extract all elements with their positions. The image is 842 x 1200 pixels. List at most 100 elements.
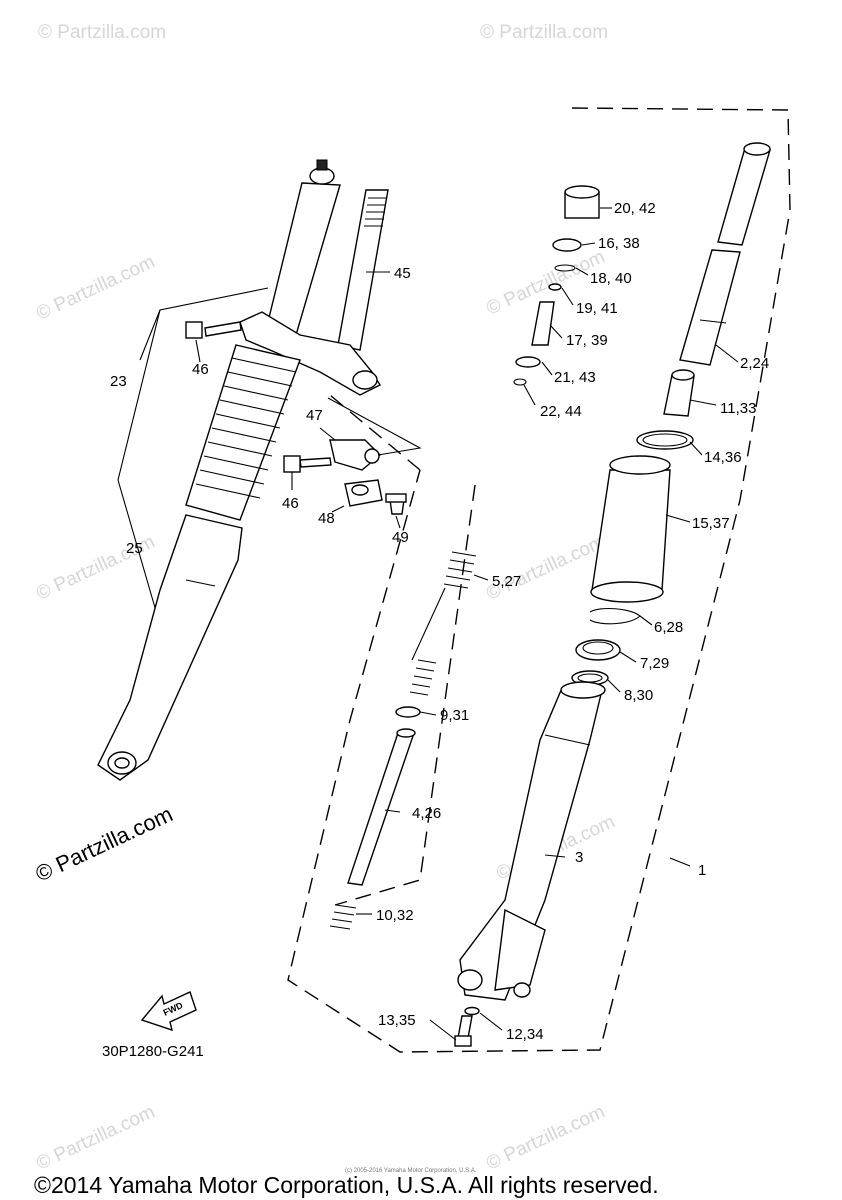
damper-rod-4-26	[347, 732, 415, 886]
label-13-35: 13,35	[378, 1012, 416, 1029]
label-23: 23	[110, 373, 127, 390]
inner-tube-top	[743, 142, 771, 156]
axle-holder	[494, 908, 546, 991]
axle-bore-3	[457, 969, 483, 991]
hose-guide-hole	[364, 448, 380, 464]
clip-22-44	[513, 378, 527, 386]
dust-boot-15-37	[591, 469, 671, 591]
label-6-28: 6,28	[654, 619, 683, 636]
bracket-bolt	[204, 321, 242, 337]
inner-tube-band	[699, 319, 727, 324]
bolt-49-head	[385, 493, 407, 503]
fork-boot	[185, 344, 301, 521]
label-2-24: 2,24	[740, 355, 769, 372]
label-15-37: 15,37	[692, 515, 730, 532]
label-14-36: 14,36	[704, 449, 742, 466]
outer-tube-ring	[544, 734, 591, 746]
damper-rod-top	[396, 728, 416, 738]
dust-boot-bottom	[590, 581, 664, 603]
watermark-text: © Partzilla.com	[483, 531, 608, 604]
label-20-42: 20, 42	[614, 200, 656, 217]
spring-shaft	[411, 587, 446, 661]
bracket-tick	[139, 309, 161, 361]
label-45: 45	[394, 265, 411, 282]
caliper-boss	[513, 982, 531, 998]
watermark-text: © Partzilla.com	[38, 22, 166, 43]
dust-boot-top	[609, 455, 671, 475]
steering-stem	[337, 189, 389, 351]
label-18-40: 18, 40	[590, 270, 632, 287]
cap-bolt-top	[564, 185, 600, 199]
stem-threads	[364, 197, 387, 227]
fork-cap-bolt	[316, 159, 328, 171]
label-22-44: 22, 44	[540, 403, 582, 420]
adjuster-rod-17-39	[531, 301, 555, 346]
fork-outer-leg	[97, 514, 243, 781]
rebound-spring-10-32	[329, 904, 357, 930]
bolt-46-head	[283, 455, 301, 473]
copyright: ©2014 Yamaha Motor Corporation, U.S.A. A…	[34, 1172, 659, 1198]
label-7-29: 7,29	[640, 655, 669, 672]
axle-bore-inner	[114, 757, 130, 769]
label-48: 48	[318, 510, 335, 527]
small-print: (c) 2005-2016 Yamaha Motor Corporation, …	[345, 1168, 477, 1174]
label-46-lower: 46	[282, 495, 299, 512]
circlip-6-28	[589, 607, 641, 625]
watermark-large: © Partzilla.com	[32, 801, 177, 886]
fwd-arrow-icon	[140, 991, 197, 1032]
label-47: 47	[306, 407, 323, 424]
outer-tube-3	[459, 687, 603, 1001]
label-3: 3	[575, 849, 583, 866]
label-4-26: 4,26	[412, 805, 441, 822]
label-19-41: 19, 41	[576, 300, 618, 317]
spring-coils-lower	[409, 659, 437, 696]
ring-9-31	[395, 706, 421, 718]
label-1: 1	[698, 862, 706, 879]
label-12-34: 12,34	[506, 1026, 544, 1043]
oil-seal-inner	[582, 641, 614, 655]
label-10-32: 10,32	[376, 907, 414, 924]
watermark-text: © Partzilla.com	[483, 1101, 608, 1174]
bolt-46-body	[299, 457, 332, 468]
leader-lines	[195, 207, 739, 1041]
bolt-13-35	[457, 1015, 473, 1039]
o-ring-16-38	[552, 238, 582, 252]
label-21-43: 21, 43	[554, 369, 596, 386]
label-17-39: 17, 39	[566, 332, 608, 349]
bracket-bolt-head	[185, 321, 203, 339]
watermark-text: © Partzilla.com	[480, 22, 608, 43]
label-46-upper: 46	[192, 361, 209, 378]
assembled-fork	[97, 159, 389, 781]
outer-tube	[265, 182, 341, 336]
oil-seal-7-29	[575, 639, 621, 661]
washer-21-43	[515, 356, 541, 368]
assembly-boundary-link	[329, 394, 421, 471]
bracket-23-25	[117, 287, 269, 626]
boot-ribs	[195, 357, 297, 499]
diagram-code: 30P1280-G241	[102, 1043, 204, 1060]
watermark-text: © Partzilla.com	[33, 1101, 158, 1174]
inner-assembly-boundary	[334, 484, 476, 906]
outer-tube-3-top	[560, 681, 606, 699]
spring-5-27	[443, 551, 477, 589]
watermark-text: © Partzilla.com	[33, 251, 158, 324]
inner-tube-upper	[717, 147, 771, 246]
label-5-27: 5,27	[492, 573, 521, 590]
part-labels: 1 2,24 3 4,26 5,27 6,28 7,29 8,30 9,31 1…	[110, 200, 769, 1043]
boot-band-inner	[642, 433, 688, 447]
leg-detail	[185, 579, 216, 587]
assembly-boundary	[287, 107, 791, 1053]
ring-19-41	[548, 283, 562, 291]
slide-bushing-top	[671, 369, 695, 381]
inner-tube-2-24	[679, 249, 741, 366]
washer-12-34	[464, 1006, 480, 1016]
brake-hose-clamp-group	[283, 397, 422, 515]
exploded-parts	[329, 142, 771, 1047]
bracket-eye	[352, 370, 378, 390]
label-11-33: 11,33	[720, 400, 756, 417]
label-25: 25	[126, 540, 143, 557]
o-ring-18-40	[554, 264, 576, 272]
bolt-13-35-head	[454, 1035, 472, 1047]
label-9-31: 9,31	[440, 707, 469, 724]
